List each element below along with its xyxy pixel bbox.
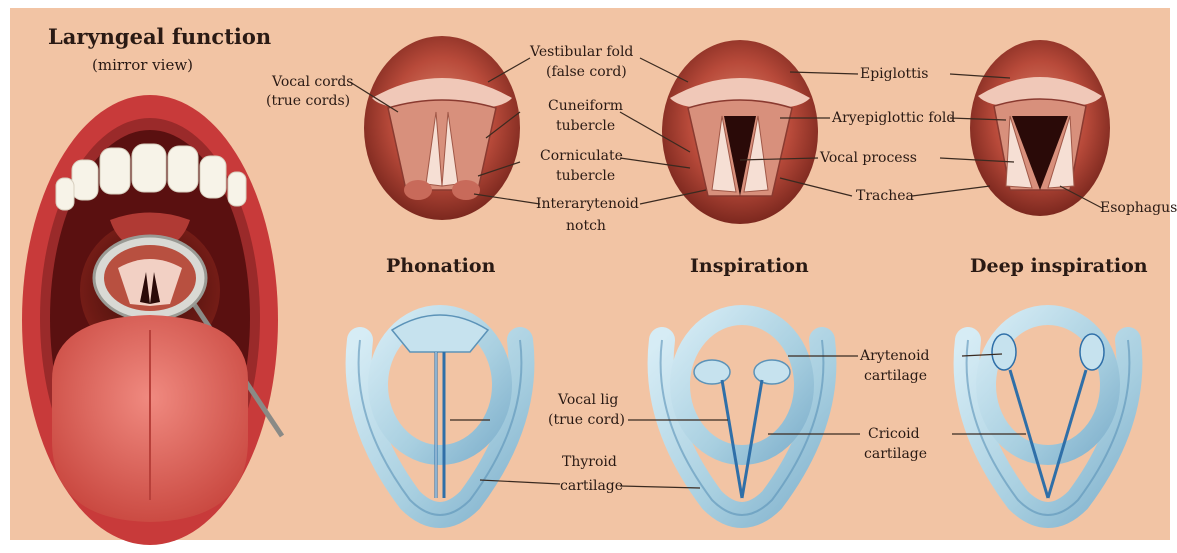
label-vocal-cords: Vocal cords	[271, 74, 353, 90]
label-vestibular-fold: Vestibular fold	[529, 44, 633, 60]
caption-phonation: Phonation	[386, 255, 496, 277]
label-trachea: Trachea	[856, 188, 914, 204]
caption-deep-inspiration: Deep inspiration	[970, 255, 1148, 277]
label-esophagus: Esophagus	[1100, 200, 1177, 216]
label-vocal-lig: Vocal lig	[557, 392, 618, 408]
label-cuneiform: Cuneiform	[548, 98, 623, 114]
mirror-view-inspiration	[662, 40, 818, 224]
label-thyroid-2: cartilage	[560, 478, 623, 494]
label-arytenoid: Arytenoid	[859, 348, 930, 364]
mirror-view-deep-inspiration	[970, 40, 1110, 216]
label-interarytenoid: Interarytenoid	[536, 196, 639, 212]
label-cricoid-2: cartilage	[864, 446, 927, 462]
mirror-view-phonation	[364, 36, 520, 220]
label-cuneiform-2: tubercle	[556, 118, 615, 134]
label-vestibular-fold-2: (false cord)	[546, 64, 627, 80]
diagram-subtitle: (mirror view)	[92, 56, 193, 74]
label-corniculate: Corniculate	[540, 148, 623, 164]
label-cricoid: Cricoid	[868, 426, 920, 442]
label-corniculate-2: tubercle	[556, 168, 615, 184]
label-vocal-cords-2: (true cords)	[266, 93, 350, 109]
tongue	[52, 315, 248, 522]
label-epiglottis: Epiglottis	[860, 66, 928, 82]
label-aryepiglottic-fold: Aryepiglottic fold	[831, 110, 955, 126]
diagram-title: Laryngeal function	[48, 24, 271, 49]
label-vocal-lig-2: (true cord)	[548, 412, 625, 428]
label-interarytenoid-2: notch	[566, 218, 606, 234]
label-vocal-process: Vocal process	[819, 150, 917, 166]
label-arytenoid-2: cartilage	[864, 368, 927, 384]
caption-inspiration: Inspiration	[690, 255, 809, 277]
label-thyroid: Thyroid	[562, 454, 617, 470]
